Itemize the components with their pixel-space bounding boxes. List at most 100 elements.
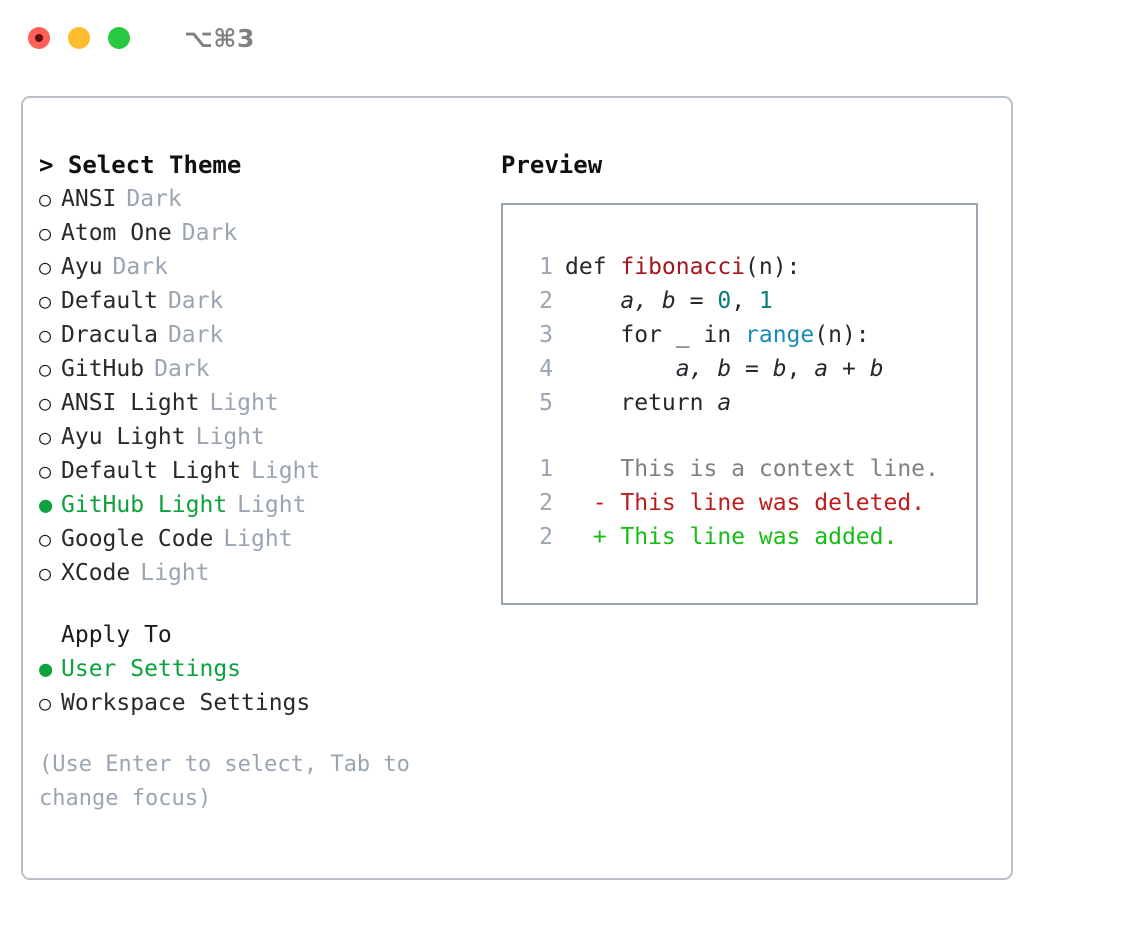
minimize-button[interactable] (68, 27, 90, 49)
diff-line-number: 2 (539, 490, 553, 516)
code-token-kw: def (565, 254, 621, 280)
theme-option-variant: Light (237, 492, 307, 518)
radio-selected-icon: ● (39, 493, 53, 518)
code-token-plain: = (731, 356, 773, 382)
code-token-fn: fibonacci (620, 254, 746, 280)
apply-to-section: Apply To ● User Settings ○Workspace Settin… (39, 618, 469, 720)
select-theme-header: > Select Theme (39, 151, 242, 179)
code-line: 2 a, b = 0, 1 (525, 284, 976, 318)
code-token-plain: , (731, 288, 759, 314)
zoom-button[interactable] (108, 27, 130, 49)
theme-option[interactable]: ○ GitHub Dark (39, 352, 469, 386)
theme-option-label: GitHub Light (61, 492, 228, 518)
theme-option-label: GitHub (61, 356, 145, 382)
diff-line-text: This line was added. (606, 524, 898, 550)
code-token-num: 0 (717, 288, 732, 314)
code-line-number: 1 (539, 254, 553, 280)
code-token-plain: + (828, 356, 870, 382)
code-token-var: a, b (620, 288, 676, 314)
theme-option-label: ANSI Light (61, 390, 200, 416)
code-line-text: a, b = b, a + b (565, 352, 884, 386)
theme-option-label: Atom One (61, 220, 172, 246)
theme-option-label: Ayu Light (61, 424, 186, 450)
radio-unselected-icon: ○ (39, 459, 52, 483)
preview-title: Preview (501, 151, 603, 179)
traffic-light-group (28, 27, 130, 49)
theme-option[interactable]: ○ Ayu Dark (39, 250, 469, 284)
theme-option[interactable]: ● GitHub Light Light (39, 488, 469, 522)
theme-option[interactable]: ○ ANSI Light Light (39, 386, 469, 420)
code-line: 5 return a (525, 386, 976, 420)
code-token-num: 1 (758, 288, 773, 314)
theme-option-variant: Dark (167, 322, 224, 348)
code-token-plain: , (786, 356, 815, 382)
diff-line-text: This is a context line. (606, 456, 939, 482)
radio-unselected-icon: ○ (39, 391, 52, 415)
theme-option-variant: Dark (181, 220, 238, 246)
theme-option-variant: Dark (154, 356, 210, 382)
keyboard-shortcut-label: ⌥⌘3 (184, 23, 255, 53)
theme-option-label: Default (61, 288, 158, 314)
diff-marker: + (565, 524, 607, 550)
apply-to-list: ● User Settings ○Workspace Settings (39, 652, 469, 720)
code-token-kw: for _ in (565, 322, 746, 348)
diff-line-text: This line was deleted. (606, 490, 926, 516)
code-line: 4 a, b = b, a + b (525, 352, 976, 386)
code-token-plain (565, 288, 620, 314)
code-line-number: 5 (539, 390, 553, 416)
diff-marker: - (565, 490, 607, 516)
title-bar: ⌥⌘3 (0, 0, 1140, 76)
code-token-var: a, b (675, 356, 732, 382)
code-token-var: a (814, 356, 829, 382)
apply-to-option[interactable]: ○Workspace Settings (39, 686, 469, 720)
code-token-plain: = (675, 288, 718, 314)
diff-line-number: 2 (539, 524, 553, 550)
theme-option-variant: Dark (112, 254, 168, 280)
theme-option-label: Default Light (61, 458, 242, 484)
theme-option-variant: Light (195, 424, 265, 450)
code-token-kw: return (565, 390, 718, 416)
theme-option[interactable]: ○ Default Light Light (39, 454, 469, 488)
code-token-plain: (n): (814, 322, 870, 348)
code-token-call: range (745, 322, 815, 348)
radio-selected-icon: ● (39, 657, 53, 682)
theme-option-variant: Dark (167, 288, 224, 314)
code-line-text: for _ in range(n): (565, 318, 870, 352)
radio-unselected-icon: ○ (39, 357, 52, 381)
code-token-var: a (717, 390, 732, 416)
diff-line-number: 1 (539, 456, 553, 482)
theme-option-label: Ayu (61, 254, 103, 280)
radio-unselected-icon: ○ (39, 323, 52, 347)
theme-option[interactable]: ○ Default Dark (39, 284, 469, 318)
apply-to-title: Apply To (61, 622, 172, 648)
theme-option-variant: Light (140, 560, 210, 586)
apply-to-option[interactable]: ● User Settings (39, 652, 469, 686)
theme-option-label: ANSI (61, 186, 117, 212)
radio-unselected-icon: ○ (39, 289, 52, 313)
code-token-var: b (772, 356, 787, 382)
code-line-number: 4 (539, 356, 553, 382)
radio-unselected-icon: ○ (39, 255, 52, 279)
theme-option-variant: Light (251, 458, 321, 484)
close-button[interactable] (28, 27, 50, 49)
code-line-text: a, b = 0, 1 (565, 284, 773, 318)
theme-option-label: Google Code (61, 526, 214, 552)
apply-to-option-label: User Settings (61, 656, 242, 682)
code-line-text: def fibonacci(n): (565, 250, 800, 284)
radio-unselected-icon: ○ (39, 691, 52, 715)
theme-option-variant: Dark (126, 186, 182, 212)
theme-option-variant: Light (209, 390, 279, 416)
code-line-number: 2 (539, 288, 553, 314)
